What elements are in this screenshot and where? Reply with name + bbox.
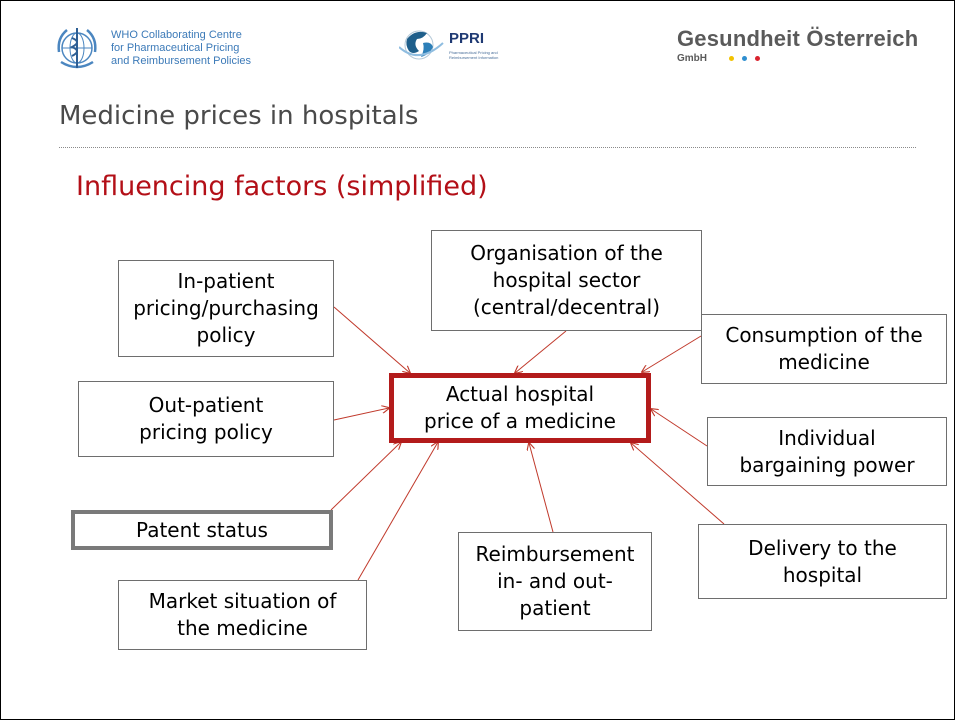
arrow-consumption <box>642 335 702 372</box>
globe-icon <box>399 30 444 60</box>
slide-subtitle: Influencing factors (simplified) <box>76 171 488 202</box>
blue-dot-icon <box>742 56 747 61</box>
ppri-logo: PPRI Pharmaceutical Pricing and Reimburs… <box>399 25 498 65</box>
goeg-name: Gesundheit Österreich <box>677 26 919 51</box>
who-emblem-icon <box>57 28 97 69</box>
yellow-dot-icon <box>729 56 734 61</box>
arrow-organisation <box>515 330 567 373</box>
factor-delivery: Delivery to the hospital <box>698 524 947 599</box>
red-dot-icon <box>755 56 760 61</box>
arrow-patent <box>330 442 401 511</box>
factor-bargaining-power: Individual bargaining power <box>707 417 947 486</box>
actual-hospital-price: Actual hospital price of a medicine <box>389 373 651 443</box>
factor-market-situation: Market situation of the medicine <box>118 580 367 650</box>
factor-reimbursement: Reimbursement in- and out- patient <box>458 532 652 631</box>
goeg-logo: Gesundheit Österreich GmbH <box>677 26 919 65</box>
goeg-gmbh: GmbH <box>677 53 707 64</box>
arrow-delivery <box>631 443 725 525</box>
arrow-bargaining <box>651 409 708 447</box>
who-logo: WHO Collaborating Centre for Pharmaceuti… <box>51 22 251 74</box>
factor-inpatient-pricing: In-patient pricing/purchasing policy <box>118 260 334 357</box>
arrow-market <box>357 442 438 581</box>
factor-outpatient-pricing: Out-patient pricing policy <box>78 381 334 457</box>
factor-consumption: Consumption of the medicine <box>701 314 947 384</box>
factor-patent-status: Patent status <box>71 510 333 550</box>
factor-hospital-organisation: Organisation of the hospital sector (cen… <box>431 230 702 331</box>
title-divider <box>59 147 916 148</box>
ppri-subtitle: Pharmaceutical Pricing and Reimbursement… <box>449 49 499 60</box>
arrow-outpatient <box>333 408 389 421</box>
arrow-inpatient <box>333 306 410 373</box>
page-title: Medicine prices in hospitals <box>59 101 419 131</box>
arrow-reimbursement <box>529 443 554 533</box>
who-text: WHO Collaborating Centre for Pharmaceuti… <box>111 28 252 67</box>
ppri-name: PPRI <box>449 29 485 47</box>
